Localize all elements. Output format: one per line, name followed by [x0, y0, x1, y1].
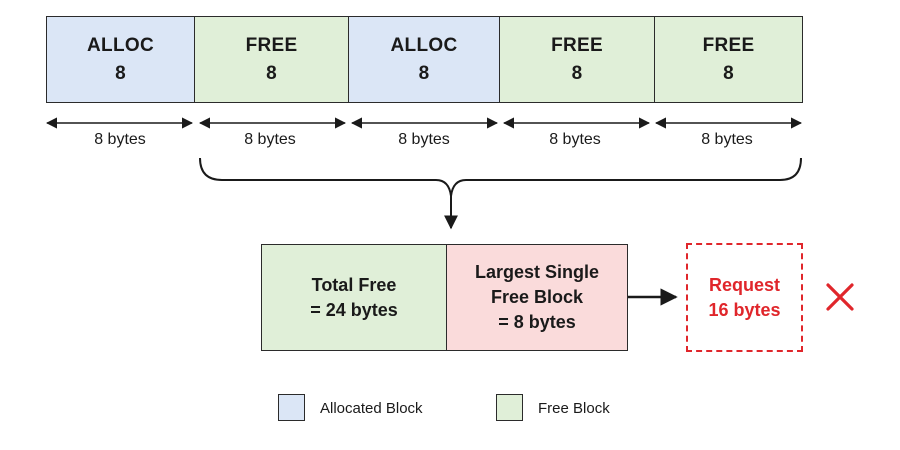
memory-block-free-3: FREE 8 — [654, 16, 803, 103]
size-label: 8 bytes — [549, 131, 601, 148]
legend-swatch-free — [496, 394, 523, 421]
block-type-label: ALLOC — [390, 34, 458, 56]
block-type-label: FREE — [551, 34, 603, 56]
legend-label-allocated: Allocated Block — [320, 400, 423, 417]
size-label: 8 bytes — [94, 131, 146, 148]
curly-brace — [199, 157, 802, 197]
memory-block-alloc-2: ALLOC 8 — [348, 16, 500, 103]
cross-icon — [826, 283, 854, 311]
block-size-label: 8 — [266, 62, 277, 84]
memory-block-free-1: FREE 8 — [194, 16, 349, 103]
largest-free-block-box: Largest Single Free Block = 8 bytes — [446, 244, 628, 351]
largest-free-line-3: = 8 bytes — [498, 312, 576, 332]
legend-swatch-allocated — [278, 394, 305, 421]
block-size-label: 8 — [115, 62, 126, 84]
total-free-box: Total Free = 24 bytes — [261, 244, 447, 351]
block-type-label: FREE — [245, 34, 298, 56]
request-line-2: 16 bytes — [708, 299, 781, 320]
memory-block-free-2: FREE 8 — [499, 16, 655, 103]
total-free-line-1: Total Free — [311, 274, 397, 295]
block-size-label: 8 — [723, 62, 734, 84]
block-size-label: 8 — [571, 62, 583, 84]
block-size-label: 8 — [418, 62, 430, 84]
request-box: Request 16 bytes — [686, 243, 803, 352]
block-type-label: FREE — [702, 34, 755, 56]
largest-free-line-2: Free Block — [490, 287, 584, 307]
request-line-1: Request — [708, 274, 780, 295]
largest-free-line-1: Largest Single — [474, 262, 600, 282]
block-type-label: ALLOC — [87, 34, 154, 56]
size-label: 8 bytes — [701, 131, 753, 148]
total-free-line-2: = 24 bytes — [310, 299, 398, 320]
size-label: 8 bytes — [398, 131, 450, 148]
size-label: 8 bytes — [244, 131, 296, 148]
legend-label-free: Free Block — [538, 400, 610, 417]
memory-block-alloc-1: ALLOC 8 — [46, 16, 195, 103]
